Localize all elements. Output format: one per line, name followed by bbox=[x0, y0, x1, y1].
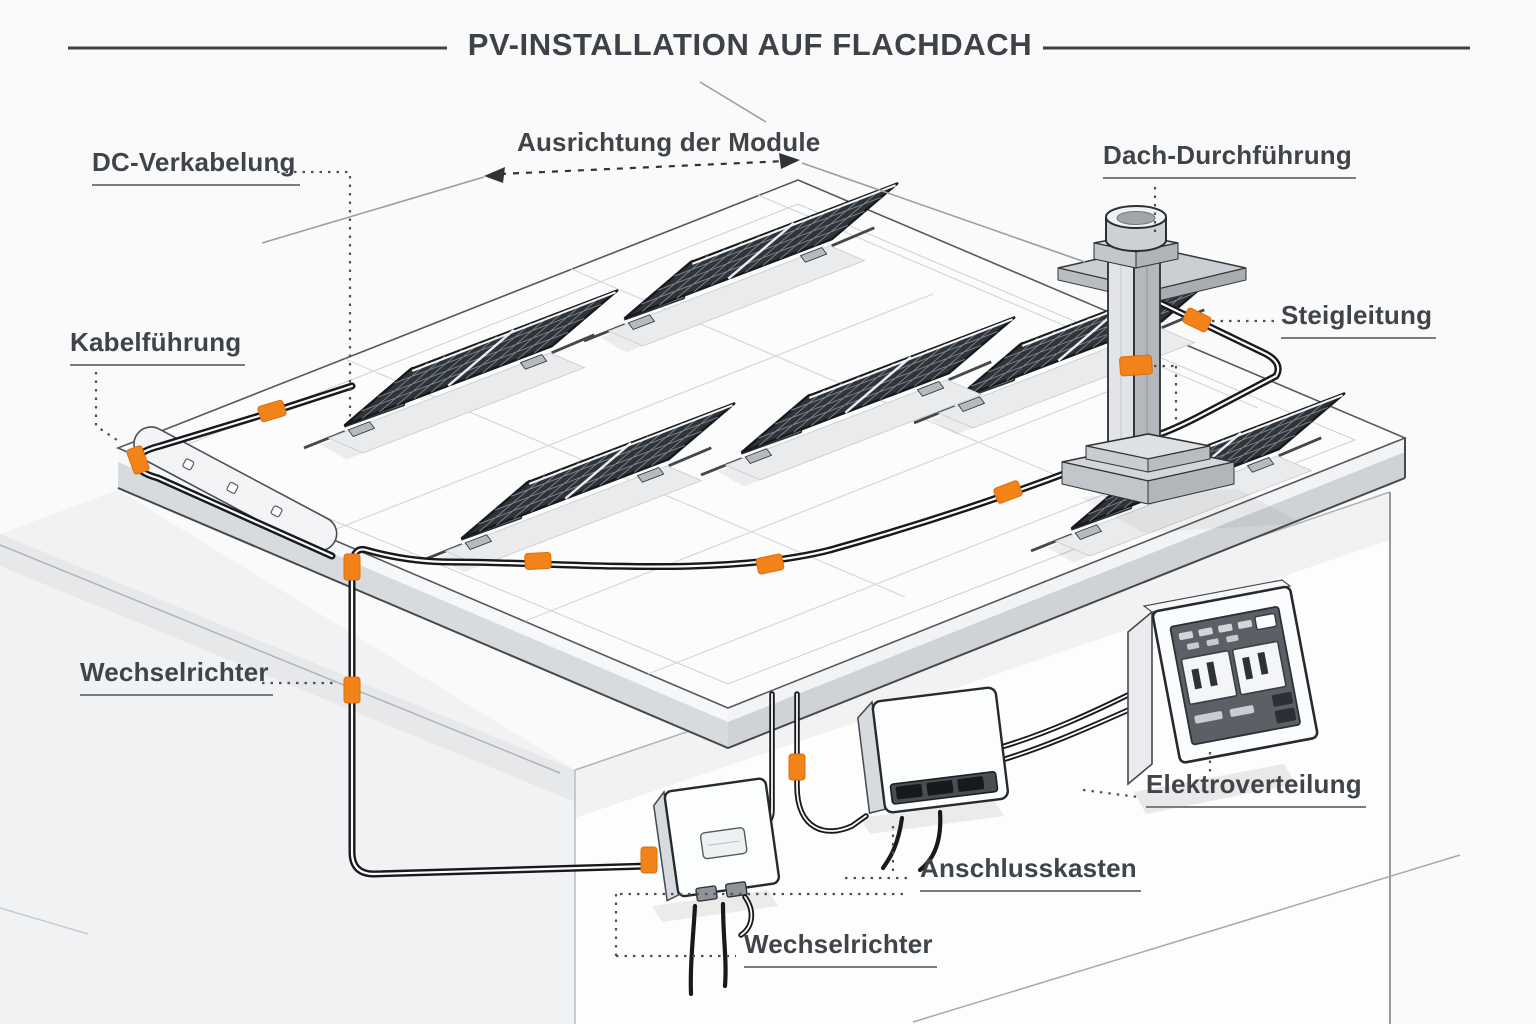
distribution-box bbox=[1127, 579, 1319, 814]
leader-lines bbox=[94, 81, 1274, 958]
label-cable-routing: Kabelführung bbox=[70, 328, 246, 366]
label-inverter-bottom: Wechselrichter bbox=[744, 930, 937, 968]
label-inverter-side: Wechselrichter bbox=[80, 658, 273, 696]
label-junction-box: Anschlusskasten bbox=[920, 854, 1141, 892]
cable-clip bbox=[524, 551, 552, 571]
label-dc-cabling: DC-Verkabelung bbox=[92, 148, 300, 186]
cable-clip bbox=[788, 753, 806, 781]
label-roof-penetration: Dach-Durchführung bbox=[1103, 141, 1356, 179]
inverter-box bbox=[640, 777, 781, 997]
cable-clip bbox=[640, 846, 658, 874]
ground-line bbox=[912, 854, 1461, 1023]
cable-tray bbox=[133, 426, 338, 552]
page-title: PV-INSTALLATION AUF FLACHDACH bbox=[467, 27, 1033, 62]
label-power-distribution: Elektroverteilung bbox=[1146, 770, 1366, 808]
cable-clip bbox=[343, 553, 361, 581]
arrowhead-left bbox=[484, 167, 505, 183]
module-orientation-arrow bbox=[484, 153, 800, 183]
junction-box bbox=[857, 686, 1010, 873]
label-module-orientation: Ausrichtung der Module bbox=[517, 127, 821, 157]
cable-clip bbox=[343, 676, 361, 704]
roof-penetration-pillar bbox=[1057, 205, 1302, 533]
cable-clip bbox=[1119, 354, 1153, 377]
arrowhead-right bbox=[779, 153, 800, 169]
label-riser-line: Steigleitung bbox=[1281, 301, 1437, 339]
